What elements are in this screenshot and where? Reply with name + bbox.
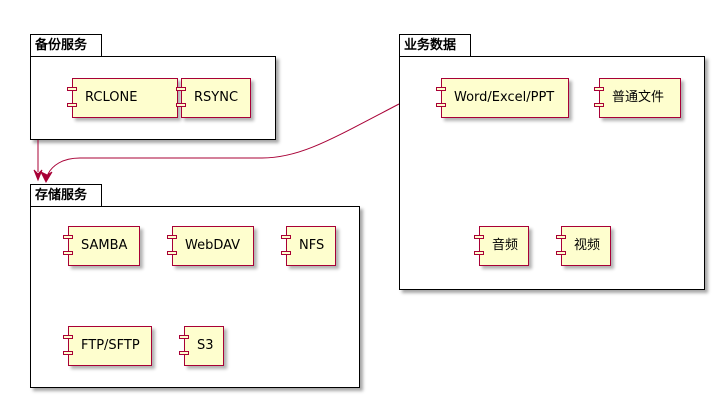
component-label: NFS xyxy=(299,238,325,253)
component-port-icon xyxy=(594,87,604,91)
component-label: RCLONE xyxy=(85,90,138,105)
component-port-icon xyxy=(176,87,186,91)
component-port-icon xyxy=(67,103,77,107)
component-label: SAMBA xyxy=(81,238,128,253)
component-ftp-sftp: FTP/SFTP xyxy=(63,326,152,366)
component-port-icon xyxy=(176,103,186,107)
component-label: S3 xyxy=(197,338,214,353)
arrowhead-business-to-storage xyxy=(39,170,53,184)
component-samba: SAMBA xyxy=(63,226,140,266)
component-label: WebDAV xyxy=(185,238,241,253)
package-business-data: 业务数据 Word/Excel/PPT 普通文件 音频 视频 xyxy=(399,34,705,290)
component-label: 普通文件 xyxy=(612,90,665,105)
component-nfs: NFS xyxy=(281,226,336,266)
component-webdav: WebDAV xyxy=(167,226,254,266)
component-port-icon xyxy=(281,251,291,255)
package-backup: 备份服务 RCLONE RSYNC xyxy=(30,34,276,140)
component-port-icon xyxy=(167,251,177,255)
component-port-icon xyxy=(474,235,484,239)
component-port-icon xyxy=(63,335,73,339)
arrowhead-backup-to-storage xyxy=(33,169,43,182)
component-port-icon xyxy=(67,87,77,91)
component-port-icon xyxy=(474,251,484,255)
package-backup-title: 备份服务 xyxy=(30,34,103,56)
component-port-icon xyxy=(63,251,73,255)
component-label: RSYNC xyxy=(194,90,239,105)
package-storage-title: 存储服务 xyxy=(30,184,103,206)
arrow-business-to-storage xyxy=(47,103,400,175)
component-port-icon xyxy=(594,103,604,107)
component-port-icon xyxy=(436,87,446,91)
component-rsync: RSYNC xyxy=(176,78,251,118)
package-storage: 存储服务 SAMBA WebDAV NFS FTP/SFTP S3 xyxy=(30,184,360,388)
component-audio: 音频 xyxy=(474,226,529,266)
package-business-data-title: 业务数据 xyxy=(399,34,472,56)
component-port-icon xyxy=(63,235,73,239)
component-label: Word/Excel/PPT xyxy=(454,90,555,105)
component-port-icon xyxy=(63,351,73,355)
component-label: 视频 xyxy=(574,238,601,253)
component-port-icon xyxy=(167,235,177,239)
component-word-excel-ppt: Word/Excel/PPT xyxy=(436,78,569,118)
component-port-icon xyxy=(436,103,446,107)
component-port-icon xyxy=(556,235,566,239)
component-port-icon xyxy=(556,251,566,255)
component-label: 音频 xyxy=(492,238,519,253)
component-port-icon xyxy=(179,351,189,355)
component-label: FTP/SFTP xyxy=(81,338,140,353)
component-rclone: RCLONE xyxy=(67,78,178,118)
component-plain-files: 普通文件 xyxy=(594,78,681,118)
component-port-icon xyxy=(281,235,291,239)
component-video: 视频 xyxy=(556,226,611,266)
component-port-icon xyxy=(179,335,189,339)
component-s3: S3 xyxy=(179,326,224,366)
